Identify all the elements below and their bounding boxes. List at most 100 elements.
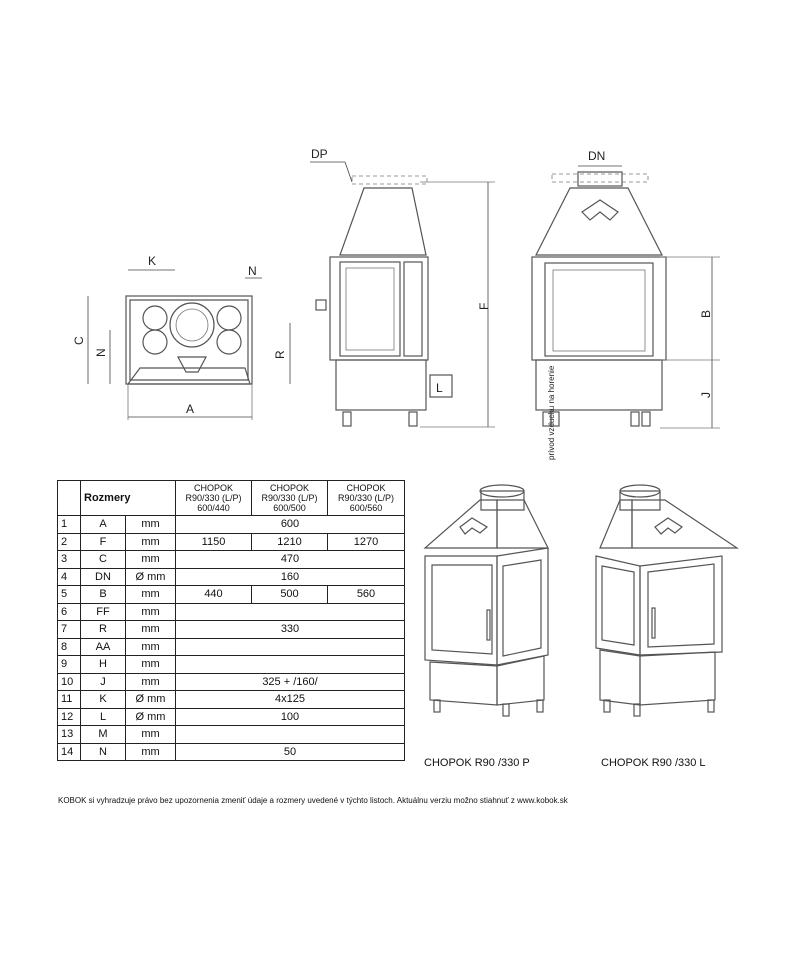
table-cell: 13 (57, 725, 81, 744)
chopok-p-3d-view (423, 484, 549, 717)
table-cell: 330 (175, 620, 405, 639)
table-cell: 1150 (175, 532, 252, 551)
table-cell: mm (125, 672, 176, 691)
table-cell: Ø mm (125, 707, 176, 726)
table-cell: 1210 (251, 532, 328, 551)
column-header: CHOPOK R90/330 (L/P) 600/440 (175, 480, 252, 516)
table-cell (175, 725, 405, 744)
table-cell: 4 (57, 567, 81, 586)
dim-label-A: A (186, 402, 194, 416)
model-caption-p: CHOPOK R90 /330 P (424, 757, 530, 769)
table-cell: mm (125, 725, 176, 744)
table-cell (175, 602, 405, 621)
side-view-drawing (310, 161, 495, 428)
table-cell: 14 (57, 742, 81, 761)
plan-view-drawing (87, 269, 291, 420)
table-cell: 1270 (327, 532, 405, 551)
dim-label-B: B (699, 310, 713, 318)
table-cell: 4x125 (175, 690, 405, 709)
table-cell: 500 (251, 585, 328, 604)
table-cell: C (80, 550, 126, 569)
table-cell: mm (125, 742, 176, 761)
column-header: CHOPOK R90/330 (L/P) 600/560 (327, 480, 405, 516)
table-cell: J (80, 672, 126, 691)
table-cell: 3 (57, 550, 81, 569)
dim-label-R: R (273, 350, 287, 359)
table-cell: B (80, 585, 126, 604)
table-cell: 440 (175, 585, 252, 604)
dim-label-N-top: N (248, 264, 257, 278)
table-cell: M (80, 725, 126, 744)
front-view-drawing (531, 165, 720, 429)
table-cell: 10 (57, 672, 81, 691)
dim-label-K: K (148, 254, 156, 268)
dim-label-C: C (72, 336, 86, 345)
table-cell: 160 (175, 567, 405, 586)
table-title: Rozmery (80, 480, 176, 516)
table-cell: L (80, 707, 126, 726)
table-cell: 600 (175, 515, 405, 534)
table-cell: A (80, 515, 126, 534)
model-caption-l: CHOPOK R90 /330 L (601, 757, 706, 769)
table-cell: 100 (175, 707, 405, 726)
table-cell: 8 (57, 637, 81, 656)
table-cell: 560 (327, 585, 405, 604)
table-cell: Ø mm (125, 690, 176, 709)
table-cell: DN (80, 567, 126, 586)
table-cell: mm (125, 637, 176, 656)
table-cell: 6 (57, 602, 81, 621)
table-cell: mm (125, 515, 176, 534)
table-cell (175, 637, 405, 656)
table-cell: F (80, 532, 126, 551)
column-header: CHOPOK R90/330 (L/P) 600/500 (251, 480, 328, 516)
table-cell: 470 (175, 550, 405, 569)
table-cell: 9 (57, 655, 81, 674)
table-cell: mm (125, 602, 176, 621)
table-cell: R (80, 620, 126, 639)
table-cell: K (80, 690, 126, 709)
table-cell: N (80, 742, 126, 761)
table-cell: 50 (175, 742, 405, 761)
dim-label-J: J (699, 392, 713, 398)
table-cell: AA (80, 637, 126, 656)
table-cell: mm (125, 532, 176, 551)
table-cell: FF (80, 602, 126, 621)
table-cell: 7 (57, 620, 81, 639)
dim-label-F: F (477, 303, 491, 310)
dimensions-table: Rozmery CHOPOK R90/330 (L/P) 600/440 CHO… (57, 480, 405, 761)
table-cell: 325 + /160/ (175, 672, 405, 691)
footer-note: KOBOK si vyhradzuje právo bez upozorneni… (58, 796, 568, 805)
table-cell: mm (125, 585, 176, 604)
table-cell: mm (125, 655, 176, 674)
table-header-row: Rozmery CHOPOK R90/330 (L/P) 600/440 CHO… (57, 480, 405, 516)
table-cell: 1 (57, 515, 81, 534)
table-cell: 12 (57, 707, 81, 726)
dim-label-L: L (436, 381, 443, 395)
table-cell: Ø mm (125, 567, 176, 586)
table-cell (175, 655, 405, 674)
table-cell: mm (125, 620, 176, 639)
dim-label-DN: DN (588, 149, 605, 163)
table-cell: 5 (57, 585, 81, 604)
chopok-l-3d-view (595, 484, 739, 717)
table-cell: H (80, 655, 126, 674)
table-cell: mm (125, 550, 176, 569)
dim-label-DP: DP (311, 147, 328, 161)
dim-label-N-side: N (94, 348, 108, 357)
table-cell: 2 (57, 532, 81, 551)
